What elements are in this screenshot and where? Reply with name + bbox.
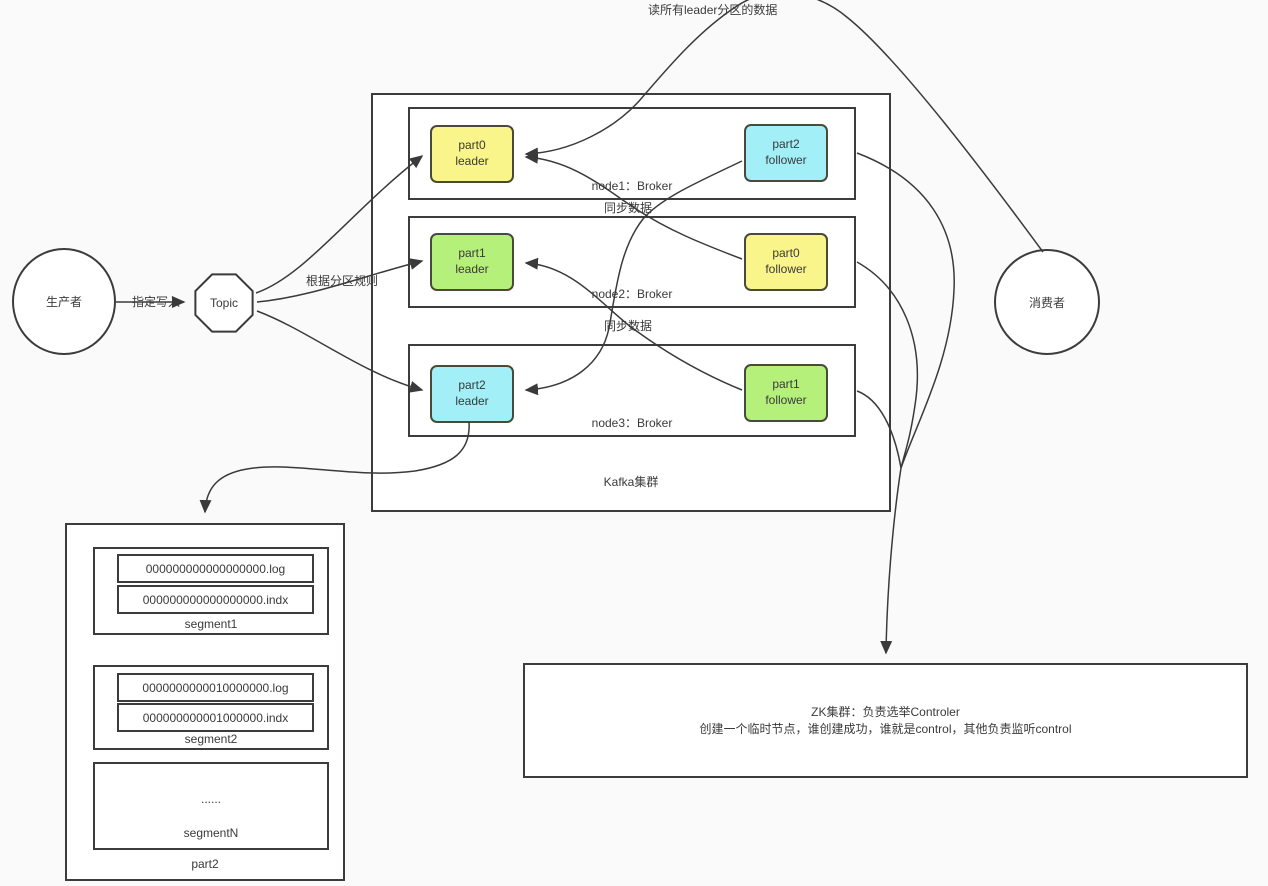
partition-name: part1 <box>772 377 800 392</box>
partition-name: part1 <box>458 246 486 261</box>
broker-node1: part0 leader part2 follower node1：Broker <box>408 107 856 200</box>
consumer-label: 消费者 <box>1028 295 1065 310</box>
partition-role: leader <box>455 262 489 276</box>
segmentN-ellipsis: ...... <box>200 792 221 806</box>
sync-data-label-2: 同步数据 <box>603 319 652 333</box>
partition-role: follower <box>765 262 807 276</box>
log-file: 000000000000000000.log <box>117 554 314 583</box>
partition-role: leader <box>455 394 489 408</box>
partition-name: part0 <box>772 246 800 261</box>
segment2-label: segment2 <box>184 732 238 746</box>
index-file: 000000000000000000.indx <box>117 585 314 614</box>
produce-edge-label: 指定写入 <box>132 295 181 309</box>
partition-name: part2 <box>458 378 486 393</box>
partition-store-label: part2 <box>191 857 219 871</box>
log-file: 0000000000010000000.log <box>117 673 314 702</box>
partition-part0-leader: part0 leader <box>430 125 514 183</box>
producer-node: 生产者 <box>12 248 116 355</box>
partition-name: part2 <box>772 137 800 152</box>
zk-line2: 创建一个临时节点，谁创建成功，谁就是control，其他负责监听control <box>699 721 1072 736</box>
partition-store-box: part2 000000000000000000.log 00000000000… <box>65 523 345 881</box>
partition-role: follower <box>765 153 807 167</box>
partition-role: leader <box>455 154 489 168</box>
broker-node2: part1 leader part0 follower node2：Broker <box>408 216 856 308</box>
segmentN-box: ...... segmentN <box>93 762 329 850</box>
segment2-box: 0000000000010000000.log 0000000000010000… <box>93 665 329 750</box>
segment1-box: 000000000000000000.log 00000000000000000… <box>93 547 329 635</box>
broker-node3: part2 leader part1 follower node3：Broker <box>408 344 856 437</box>
kafka-cluster-label: Kafka集群 <box>603 475 659 489</box>
broker-node3-label: node3：Broker <box>591 416 673 430</box>
segmentN-label: segmentN <box>183 826 239 840</box>
producer-label: 生产者 <box>45 295 82 309</box>
sync-data-label-1: 同步数据 <box>603 201 652 215</box>
partition-part0-follower: part0 follower <box>744 233 828 291</box>
partition-part2-leader: part2 leader <box>430 365 514 423</box>
partition-role: follower <box>765 393 807 407</box>
consumer-node: 消费者 <box>994 249 1100 355</box>
segment1-label: segment1 <box>184 617 238 631</box>
partition-part1-follower: part1 follower <box>744 364 828 422</box>
partition-rule-label: 根据分区规则 <box>306 274 379 288</box>
consume-edge-label: 读所有leader分区的数据 <box>648 3 778 17</box>
index-file: 000000000001000000.indx <box>117 703 314 732</box>
partition-part2-follower: part2 follower <box>744 124 828 182</box>
partition-name: part0 <box>458 138 486 153</box>
topic-label: Topic <box>209 296 238 310</box>
zk-cluster-box: ZK集群：负责选举Controler 创建一个临时节点，谁创建成功，谁就是con… <box>523 663 1248 778</box>
zk-line1: ZK集群：负责选举Controler <box>811 705 960 720</box>
partition-part1-leader: part1 leader <box>430 233 514 291</box>
